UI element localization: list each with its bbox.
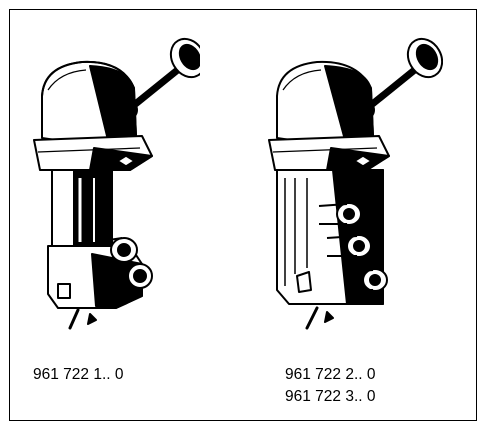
left-model-label: 961 722 1.. 0 [33, 366, 124, 383]
hand-brake-valve-multiport-icon [268, 37, 443, 330]
right-model-label-1: 961 722 2.. 0 [285, 366, 376, 383]
right-model-label-2: 961 722 3.. 0 [285, 388, 376, 405]
hand-brake-valve-icon [33, 37, 200, 330]
